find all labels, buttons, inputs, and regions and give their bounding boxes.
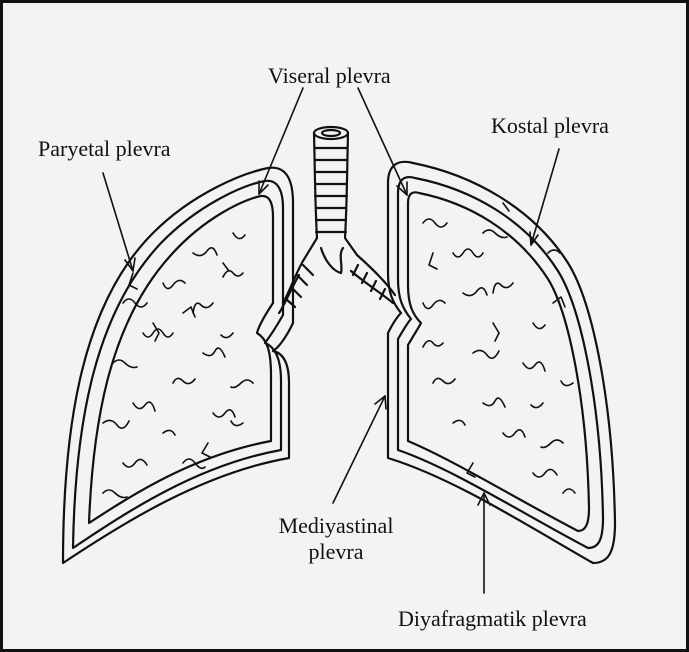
trachea-top-ring — [314, 127, 348, 139]
label-mediyastinal-line1: Mediyastinal — [271, 513, 401, 539]
left-lung — [63, 168, 293, 563]
right-lung — [388, 162, 615, 563]
label-mediyastinal-line2: plevra — [271, 539, 401, 565]
arrow-mediyastinal — [333, 396, 385, 503]
label-viseral-plevra: Viseral plevra — [268, 63, 391, 89]
trachea — [279, 127, 395, 313]
label-diyafragmatik-plevra: Diyafragmatik plevra — [398, 606, 587, 632]
right-lung-texture — [423, 203, 575, 493]
arrow-viseral-left — [259, 88, 303, 194]
label-mediyastinal-plevra: Mediyastinal plevra — [271, 513, 401, 565]
arrow-paryetal — [103, 173, 133, 271]
label-paryetal-plevra: Paryetal plevra — [38, 136, 171, 162]
arrow-kostal — [531, 149, 559, 245]
left-visceral-outline — [73, 181, 283, 548]
right-inner-outline — [408, 192, 589, 531]
left-inner-outline — [89, 196, 273, 523]
left-lung-texture — [103, 233, 253, 498]
right-visceral-outline — [398, 177, 603, 548]
label-kostal-plevra: Kostal plevra — [491, 113, 609, 139]
arrow-viseral-right — [358, 88, 407, 195]
right-parietal-outline — [388, 162, 615, 563]
